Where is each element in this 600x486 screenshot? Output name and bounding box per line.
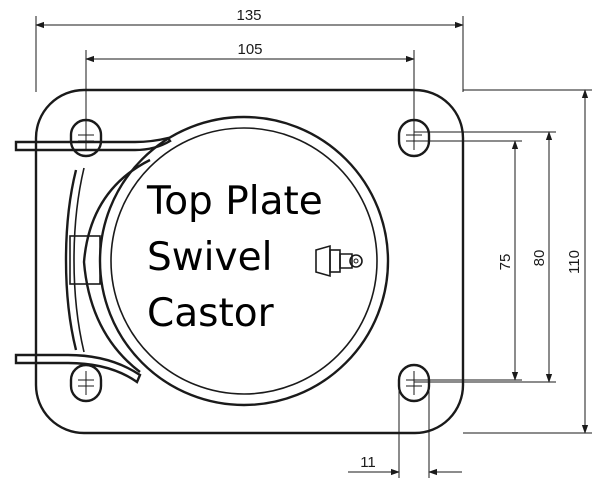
dimension-label-135: 135 (236, 7, 261, 24)
dimension-overall-height: 110 (463, 89, 592, 434)
mounting-slot-bottom-left (69, 363, 103, 403)
mounting-slot-bottom-right (397, 363, 431, 403)
dimension-hole-spacing-inner: 75 (414, 140, 522, 381)
wheel-inner (110, 127, 378, 395)
dimension-label-75: 75 (497, 254, 514, 271)
fork-body (64, 158, 151, 373)
dimension-overall-width: 135 (35, 7, 464, 92)
wheel-outer (98, 115, 390, 407)
dimension-label-105: 105 (237, 41, 262, 58)
top-plate-outline (34, 88, 465, 435)
dimension-slot-width: 11 (348, 383, 462, 478)
dimension-label-110: 110 (566, 250, 583, 274)
title-line-2: Swivel (147, 235, 272, 280)
dimension-hole-spacing-outer: 80 (414, 131, 556, 383)
dimension-label-11: 11 (360, 454, 376, 471)
dimension-label-80: 80 (531, 250, 548, 267)
fork-leg-bottom (14, 353, 142, 384)
fork-leg-top (14, 136, 172, 152)
grease-nipple-icon (315, 244, 363, 278)
dimension-hole-spacing-width: 105 (85, 41, 415, 126)
title-line-1: Top Plate (146, 179, 323, 224)
title-line-3: Castor (147, 291, 275, 336)
